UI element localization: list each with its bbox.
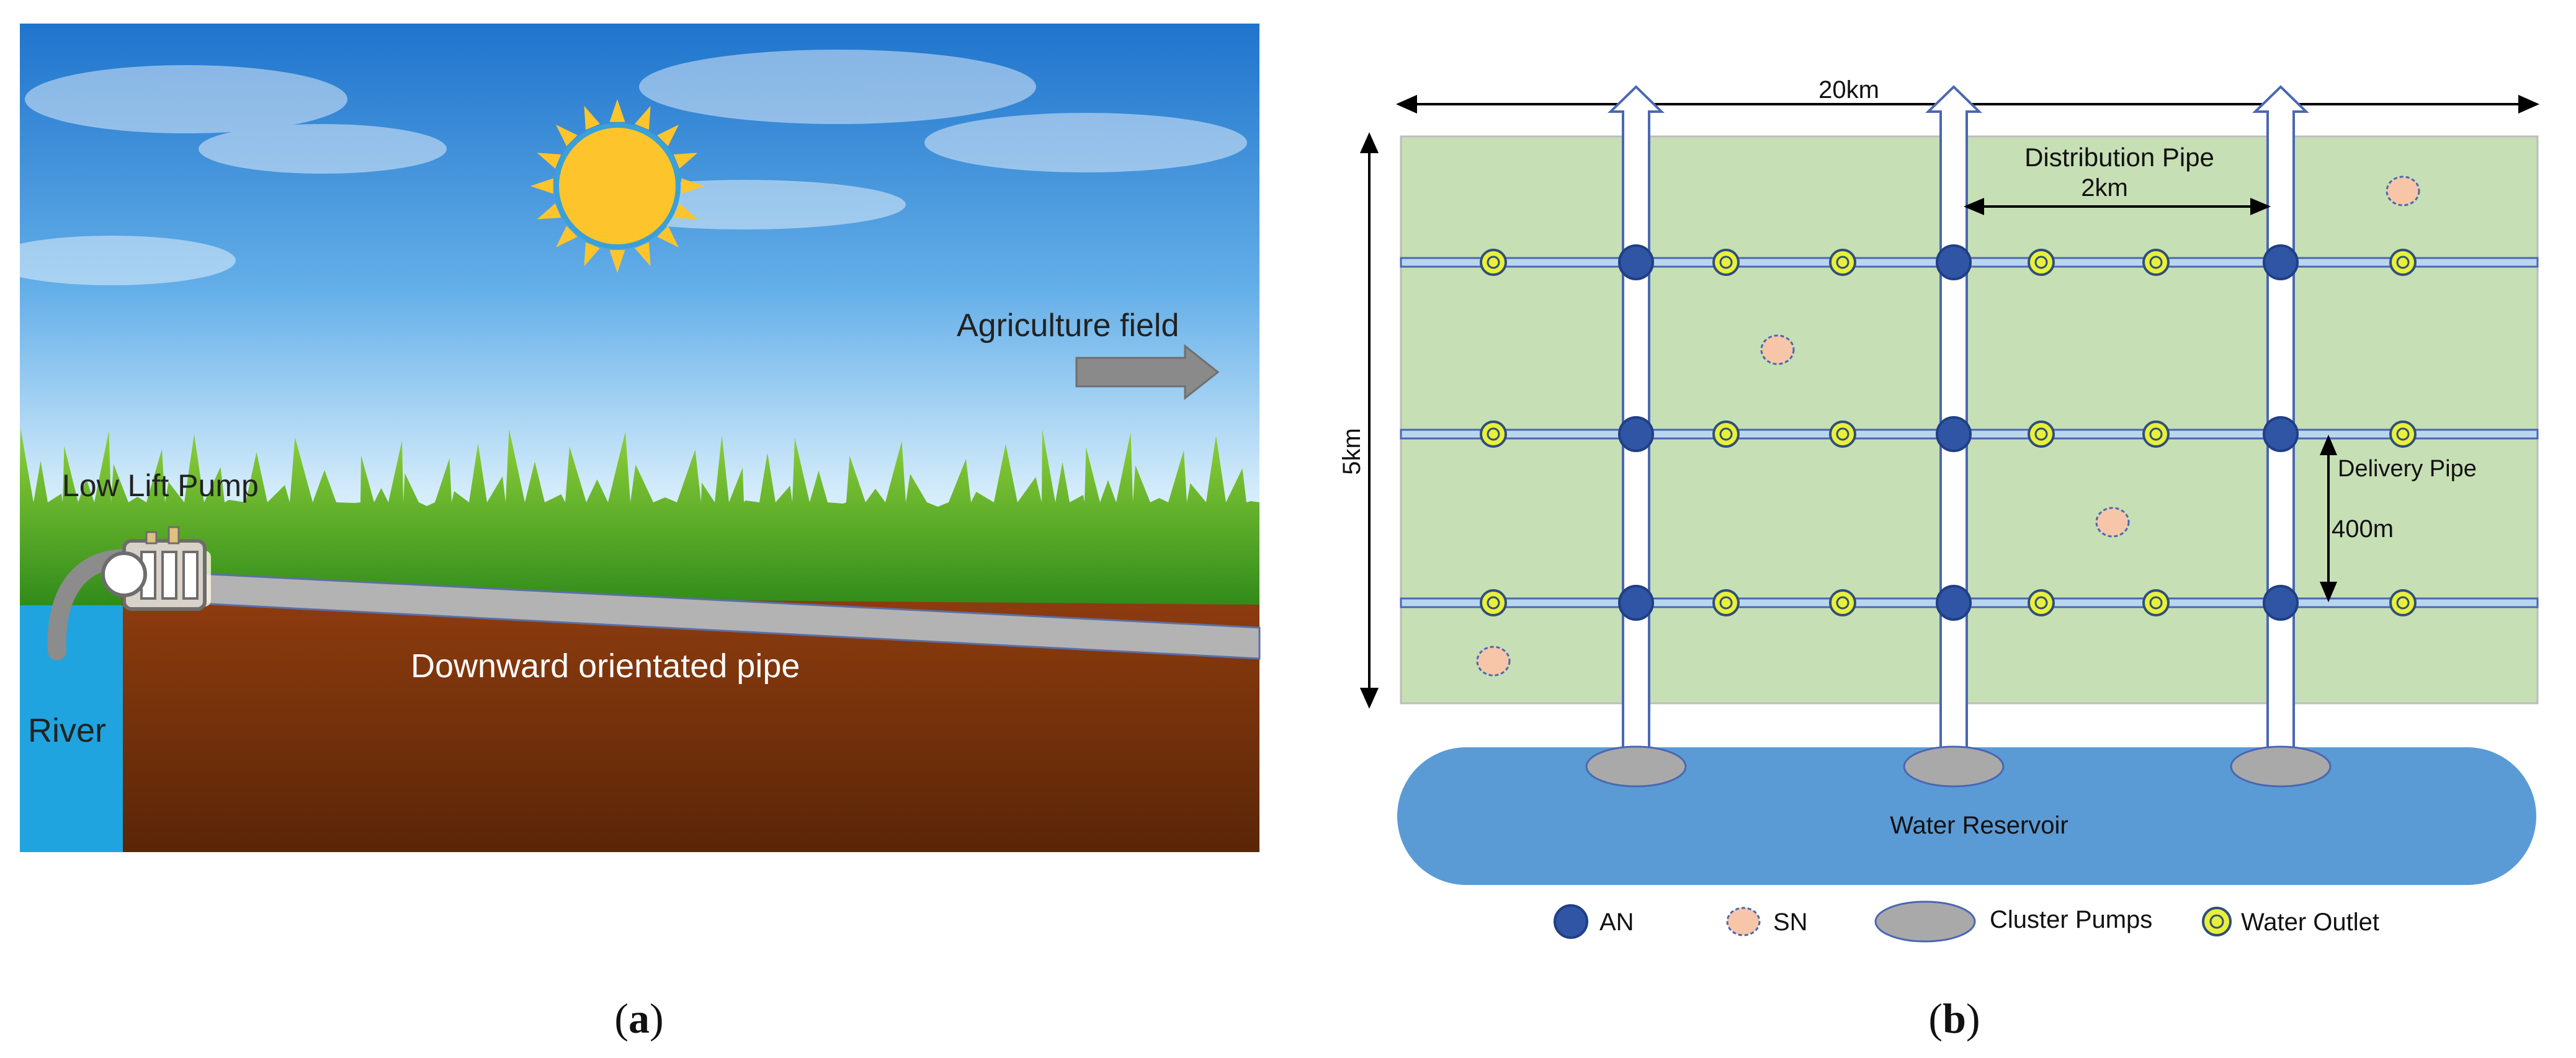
sun-ray bbox=[537, 153, 561, 169]
cluster-pump bbox=[1585, 745, 1687, 788]
an-node-icon bbox=[1554, 904, 1588, 939]
sun-ray bbox=[657, 125, 679, 146]
an-node bbox=[1936, 416, 1972, 452]
sun-ray bbox=[673, 153, 698, 169]
water-outlet-core bbox=[2034, 427, 2048, 441]
an-node bbox=[1936, 244, 1972, 280]
delivery-pipe-label: Delivery Pipe bbox=[2338, 456, 2477, 482]
an-node bbox=[2263, 416, 2299, 452]
legend-water-outlet-label: Water Outlet bbox=[2241, 909, 2379, 936]
an-node bbox=[1618, 416, 1654, 452]
sun-ray bbox=[609, 99, 625, 122]
sun-ray bbox=[584, 105, 600, 130]
water-outlet-core bbox=[1487, 427, 1500, 441]
delivery-spacing-label: 400m bbox=[2332, 515, 2394, 543]
sun-ray bbox=[681, 178, 704, 194]
water-outlet-core bbox=[1487, 596, 1500, 610]
agriculture-field-label: Agriculture field bbox=[957, 308, 1179, 344]
height-label: 5km bbox=[1338, 428, 1366, 475]
river-label: River bbox=[28, 712, 106, 749]
pipe-label: Downward orientated pipe bbox=[411, 647, 800, 685]
sun-ray bbox=[635, 242, 651, 267]
water-outlet-icon bbox=[2202, 907, 2232, 936]
water-outlet-core bbox=[1487, 256, 1500, 269]
water-outlet-core bbox=[2149, 427, 2163, 441]
height-dimension bbox=[1359, 132, 1379, 709]
sn-nodes bbox=[1476, 176, 2420, 677]
water-outlet-core bbox=[1836, 596, 1849, 610]
water-outlet-core bbox=[2034, 596, 2048, 610]
water-outlet-core bbox=[2396, 427, 2410, 441]
sn-node bbox=[1760, 334, 1795, 365]
water-outlet-core bbox=[2034, 256, 2048, 269]
sun-ray bbox=[609, 250, 625, 273]
field-area bbox=[1400, 135, 2539, 705]
sn-node bbox=[1476, 646, 1511, 677]
an-node bbox=[1618, 585, 1654, 621]
cluster-pump-icon bbox=[1874, 900, 1976, 943]
sn-node bbox=[2095, 507, 2130, 538]
caption-a: (a) bbox=[614, 995, 663, 1042]
river bbox=[20, 605, 123, 852]
sun-ray bbox=[556, 226, 578, 247]
water-outlet-core bbox=[1719, 427, 1733, 441]
sun-ray bbox=[673, 203, 698, 220]
delivery-dimension bbox=[2319, 434, 2338, 603]
reservoir-label: Water Reservoir bbox=[1890, 812, 2068, 839]
soil bbox=[122, 595, 1259, 852]
sun-ray bbox=[657, 226, 679, 247]
spacing-label: 2km bbox=[2081, 174, 2128, 202]
width-label: 20km bbox=[1818, 76, 1879, 104]
water-outlets bbox=[1480, 249, 2417, 616]
field-arrow-icon bbox=[1075, 344, 1220, 401]
sun-ray bbox=[556, 125, 578, 146]
water-outlet-core bbox=[2149, 596, 2163, 610]
legend-cluster-pumps-label: Cluster Pumps bbox=[1990, 906, 2152, 933]
water-outlet-core bbox=[1719, 256, 1733, 269]
legend-sn-label: SN bbox=[1773, 909, 1808, 936]
sun-icon bbox=[530, 99, 704, 273]
sun-ray bbox=[635, 105, 651, 130]
panel-a: Agriculture field Low Lift Pump Downward… bbox=[0, 24, 1261, 1042]
water-outlet-core bbox=[1836, 256, 1849, 269]
an-nodes bbox=[1618, 244, 2299, 621]
sun-ray bbox=[537, 203, 561, 220]
caption-b: (b) bbox=[1928, 995, 1980, 1042]
spacing-dimension bbox=[1963, 197, 2271, 216]
pump-icon bbox=[101, 526, 211, 611]
legend-an-label: AN bbox=[1599, 909, 1634, 936]
an-node bbox=[1618, 244, 1654, 280]
an-node bbox=[2263, 585, 2299, 621]
an-node bbox=[2263, 244, 2299, 280]
water-outlet-core bbox=[2396, 596, 2410, 610]
low-lift-pump-label: Low Lift Pump bbox=[62, 468, 259, 503]
water-outlet-core bbox=[1719, 596, 1733, 610]
distribution-pipe-label: Distribution Pipe bbox=[2024, 143, 2214, 172]
legend: AN SN Cluster Pumps Water Outlet bbox=[1554, 900, 2379, 943]
water-outlet-core bbox=[1836, 427, 1849, 441]
sun-ray bbox=[530, 178, 553, 194]
grass bbox=[20, 428, 1259, 609]
cluster-pump bbox=[1903, 745, 2005, 788]
sun-ray bbox=[584, 242, 600, 267]
water-outlet-core bbox=[2396, 256, 2410, 269]
panel-b: 20km 5km Water Reservoir bbox=[1338, 76, 2539, 1042]
cluster-pump bbox=[2230, 745, 2332, 788]
sn-node bbox=[2386, 176, 2420, 207]
sn-node-icon bbox=[1726, 907, 1761, 936]
an-node bbox=[1936, 585, 1972, 621]
cluster-pumps bbox=[1585, 745, 2332, 788]
water-outlet-core bbox=[2149, 256, 2163, 269]
